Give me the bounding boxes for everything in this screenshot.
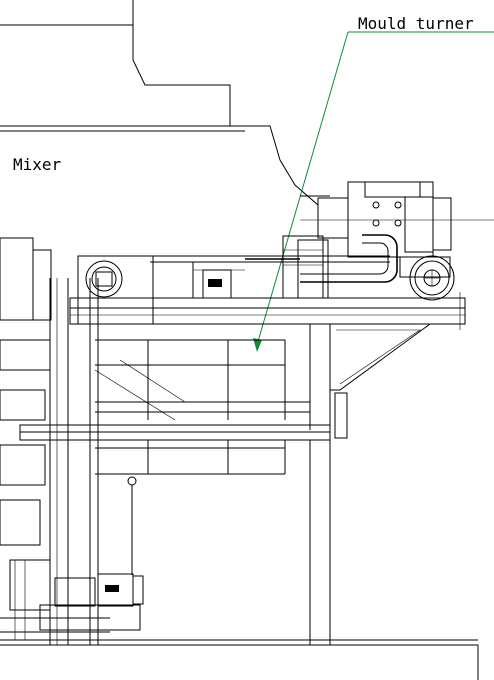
mould-turner-assembly [69,181,494,391]
base-outline [0,644,479,680]
mould-turner-callout: Mould turner [253,14,494,352]
support-posts-right [309,324,348,645]
mixer-housing [0,0,319,235]
left-structure [0,278,99,645]
mixer-label: Mixer [13,155,62,174]
mould-turner-label: Mould turner [358,14,474,33]
railing-frame [19,339,331,575]
left-gear-motor [0,237,245,325]
bottom-gear-motor [0,573,478,641]
